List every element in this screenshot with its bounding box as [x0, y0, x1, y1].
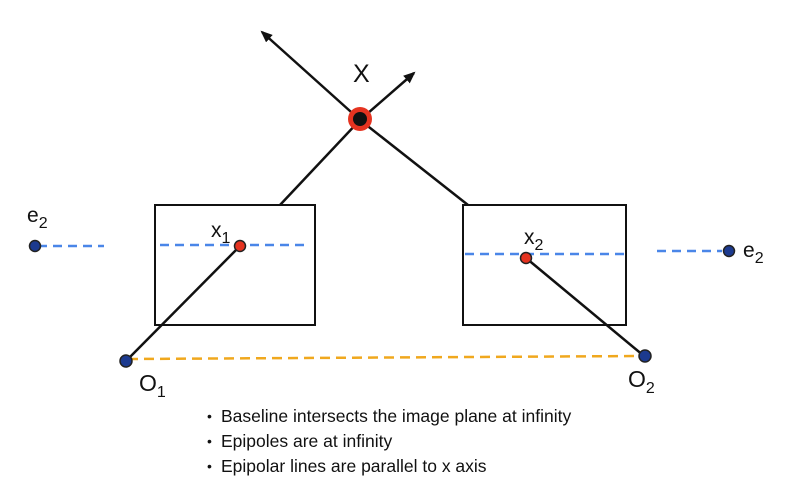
point-x2	[519, 251, 533, 265]
ray-x1-X	[279, 119, 361, 206]
point-e2-left	[28, 239, 42, 253]
bullet-list: • Baseline intersects the image plane at …	[207, 404, 571, 479]
point-O1	[119, 354, 133, 368]
bullet-glyph: •	[207, 433, 212, 449]
label-X: X	[353, 60, 370, 88]
point-e2-right	[722, 244, 736, 258]
label-x1: x1	[211, 219, 231, 247]
ray-x2-X	[359, 119, 469, 206]
bullet-text: Baseline intersects the image plane at i…	[221, 406, 572, 426]
baseline	[127, 354, 645, 361]
bullet-item: • Epipolar lines are parallel to x axis	[207, 454, 571, 479]
point-x1	[233, 239, 247, 253]
ray-O2-x2	[525, 257, 645, 357]
bullet-text: Epipoles are at infinity	[221, 431, 393, 451]
bullet-item: • Epipoles are at infinity	[207, 429, 571, 454]
bullet-glyph: •	[207, 458, 212, 474]
right-image-plane	[462, 204, 627, 326]
label-e2-right: e2	[743, 239, 764, 267]
left-image-plane	[154, 204, 316, 326]
point-O2	[638, 349, 652, 363]
label-x2: x2	[524, 226, 544, 254]
bullet-glyph: •	[207, 408, 212, 424]
point-X-inner	[353, 112, 367, 126]
arrow-upper-left	[260, 30, 361, 121]
bullet-item: • Baseline intersects the image plane at …	[207, 404, 571, 429]
label-e2-left: e2	[27, 204, 48, 232]
label-O2: O2	[628, 366, 655, 397]
bullet-text: Epipolar lines are parallel to x axis	[221, 456, 487, 476]
label-O1: O1	[139, 370, 166, 401]
ray-O1-x1	[127, 245, 241, 360]
